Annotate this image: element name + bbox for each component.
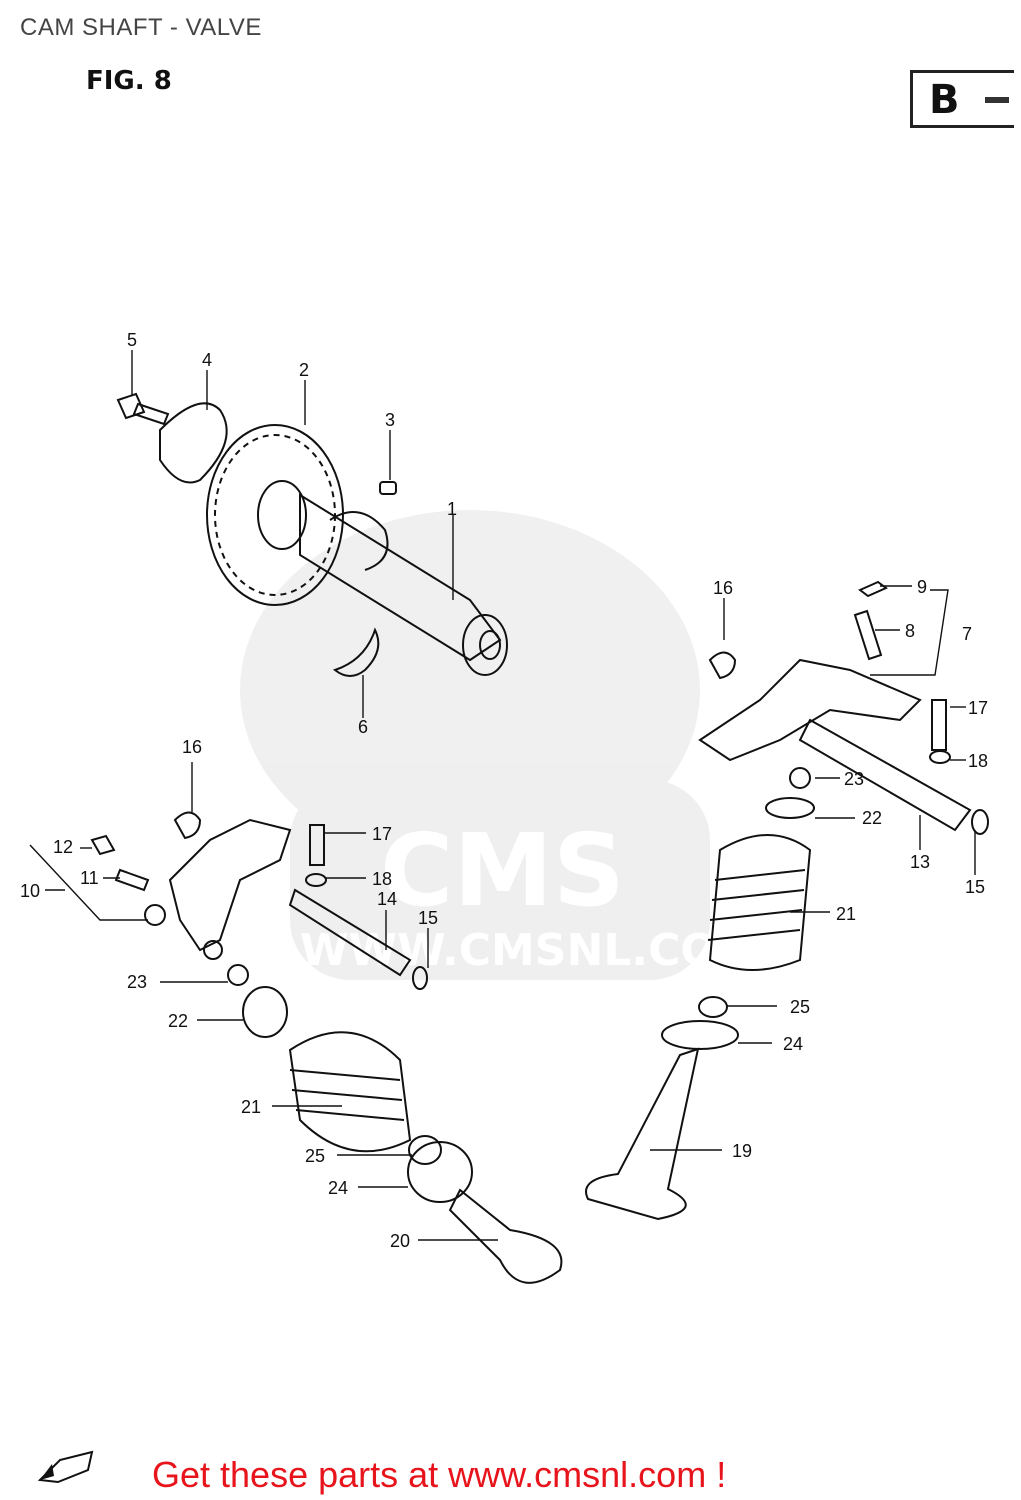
callout-3: 3: [385, 410, 395, 430]
callout-15-right: 15: [965, 877, 985, 897]
figure-label: FIG. 8: [86, 66, 172, 96]
callout-24-left: 24: [328, 1178, 348, 1198]
camshaft: [299, 493, 508, 676]
footer-link[interactable]: Get these parts at www.cmsnl.com !: [152, 1454, 727, 1495]
callout-17-right: 17: [968, 698, 988, 718]
section-box: B: [910, 70, 1014, 128]
callout-21-left: 21: [241, 1097, 261, 1117]
callout-7: 7: [962, 624, 972, 644]
callout-25-left: 25: [305, 1146, 325, 1166]
callout-24-right: 24: [783, 1034, 803, 1054]
watermark: CMS WWW.CMSNL.COM: [240, 510, 762, 980]
circlip: [332, 627, 380, 677]
callout-23-right: 23: [844, 769, 864, 789]
callout-9: 9: [917, 577, 927, 597]
callout-14: 14: [377, 889, 397, 909]
cam-sprocket: [206, 424, 344, 606]
valve-assembly-right: [585, 767, 815, 1221]
callout-10: 10: [20, 881, 40, 901]
callout-16-left: 16: [182, 737, 202, 757]
rocker-shaft-left: [288, 824, 428, 990]
callout-22-left: 22: [168, 1011, 188, 1031]
callout-16-right: 16: [713, 578, 733, 598]
leader-lines: [29, 350, 976, 1241]
callout-5: 5: [127, 330, 137, 350]
callout-8: 8: [905, 621, 915, 641]
rocker-shaft-right: [798, 699, 989, 835]
section-letter: B: [929, 77, 960, 123]
watermark-url: WWW.CMSNL.COM: [300, 925, 762, 976]
rocker-arm-right: [698, 580, 922, 762]
section-mark: [985, 97, 1009, 103]
callout-labels: 1 2 3 4 5 6 7 8 9 16 17 18 23 22 13 15 2…: [20, 330, 988, 1251]
callout-17-left: 17: [372, 824, 392, 844]
callout-6: 6: [358, 717, 368, 737]
callout-1: 1: [447, 499, 457, 519]
rocker-arm-left: [90, 811, 292, 960]
page-title: CAM SHAFT - VALVE: [20, 14, 262, 41]
forward-arrow-icon: [37, 1450, 94, 1484]
callout-11: 11: [80, 868, 99, 888]
callout-13: 13: [910, 852, 930, 872]
callout-20: 20: [390, 1231, 410, 1251]
callout-18-right: 18: [968, 751, 988, 771]
callout-19: 19: [732, 1141, 752, 1161]
callout-21-right: 21: [836, 904, 856, 924]
dowel-pin: [379, 481, 397, 495]
callout-18-left: 18: [372, 869, 392, 889]
callout-23-left: 23: [127, 972, 147, 992]
callout-4: 4: [202, 350, 212, 370]
callout-2: 2: [299, 360, 309, 380]
sprocket-bolt: [116, 392, 170, 426]
callout-12: 12: [53, 837, 73, 857]
callout-25-right: 25: [790, 997, 810, 1017]
valve-assembly-left: [227, 964, 563, 1284]
lock-plate: [159, 402, 228, 484]
callout-15-left: 15: [418, 908, 438, 928]
watermark-brand: CMS: [380, 812, 625, 929]
callout-22-right: 22: [862, 808, 882, 828]
